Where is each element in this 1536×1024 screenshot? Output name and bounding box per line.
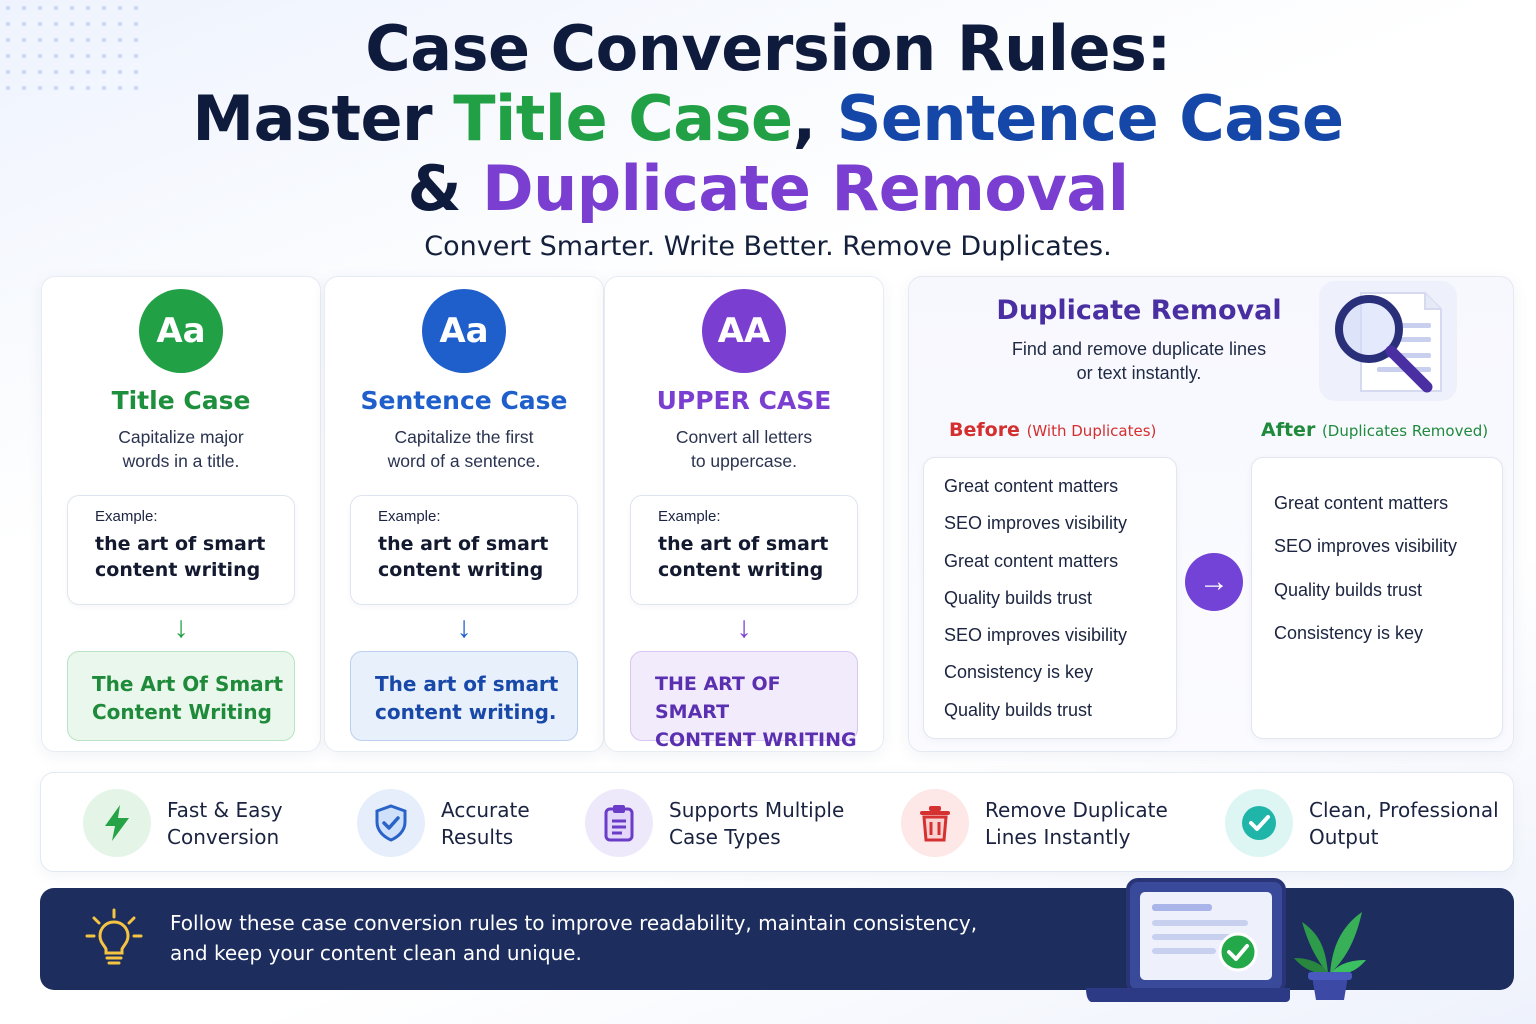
title-case-highlight: Title Case — [453, 82, 793, 155]
after-list: Great content matters SEO improves visib… — [1251, 457, 1503, 739]
arrow-down-icon: ↓ — [173, 611, 189, 644]
banner-text: Follow these case conversion rules to im… — [170, 911, 978, 965]
example-label: Example: — [378, 508, 441, 525]
duplicate-title: Duplicate Removal — [996, 295, 1282, 326]
laptop-illustration-icon — [1086, 878, 1290, 1002]
arrow-down-icon: ↓ — [456, 611, 472, 644]
clipboard-icon — [585, 789, 653, 857]
page-header: Case Conversion Rules: Master Title Case… — [0, 14, 1536, 264]
list-item: SEO improves visibility — [944, 625, 1128, 646]
list-item: Quality builds trust — [944, 699, 1093, 720]
arrow-right-icon: → — [1185, 553, 1243, 611]
list-item: SEO improves visibility — [1274, 536, 1458, 557]
list-item: Consistency is key — [944, 662, 1094, 683]
card-title: Title Case — [111, 386, 251, 415]
list-item: Great content matters — [944, 476, 1119, 496]
example-label: Example: — [95, 508, 158, 525]
card-title: Sentence Case — [360, 386, 568, 415]
duplicate-removal-panel: Duplicate Removal Find and remove duplic… — [908, 276, 1514, 752]
aa-badge-icon: Aa — [139, 289, 223, 373]
document-search-icon — [1319, 281, 1457, 401]
list-item: SEO improves visibility — [944, 513, 1128, 534]
list-item: Consistency is key — [1274, 622, 1424, 643]
aa-badge-icon: AA — [702, 289, 786, 373]
shield-check-icon — [357, 789, 425, 857]
trash-icon — [901, 789, 969, 857]
before-label: Before (With Duplicates) — [949, 419, 1157, 441]
aa-badge-icon: Aa — [422, 289, 506, 373]
lightbulb-icon — [85, 908, 143, 965]
duplicate-removal-highlight: Duplicate Removal — [482, 152, 1129, 225]
example-label: Example: — [658, 508, 721, 525]
card-title: UPPER CASE — [656, 386, 832, 415]
before-list: Great content matters SEO improves visib… — [923, 457, 1177, 739]
title-line-2: Master Title Case, Sentence Case — [192, 82, 1344, 155]
decorative-dots — [0, 0, 140, 90]
lightning-icon — [83, 789, 151, 857]
after-label: After (Duplicates Removed) — [1261, 419, 1489, 441]
title-line-1: Case Conversion Rules: — [365, 12, 1171, 85]
list-item: Great content matters — [1274, 493, 1449, 513]
plant-illustration-icon — [1294, 912, 1366, 1000]
check-circle-icon — [1225, 789, 1293, 857]
sentence-case-highlight: Sentence Case — [836, 82, 1344, 155]
arrow-down-icon: ↓ — [736, 611, 752, 644]
page-subtitle: Convert Smarter. Write Better. Remove Du… — [424, 231, 1112, 262]
list-item: Quality builds trust — [1274, 579, 1423, 600]
list-item: Great content matters — [944, 550, 1119, 571]
title-line-3: & Duplicate Removal — [407, 152, 1129, 225]
list-item: Quality builds trust — [944, 587, 1093, 608]
